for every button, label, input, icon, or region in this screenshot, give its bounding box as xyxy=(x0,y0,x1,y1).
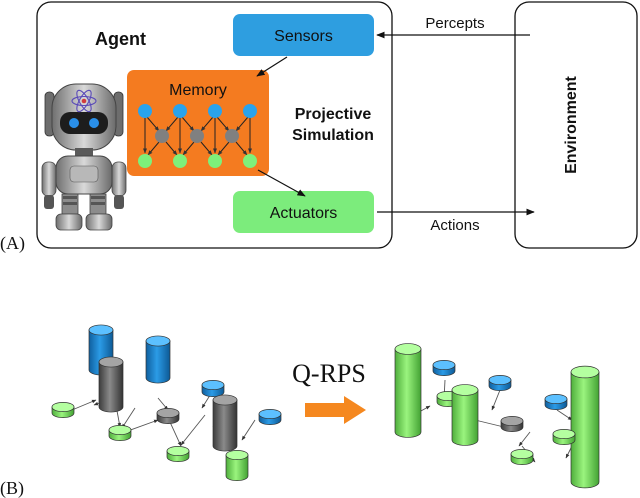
sensors-box xyxy=(233,14,374,56)
memory-hidden-clip xyxy=(155,129,169,143)
memory-label: Memory xyxy=(169,82,227,99)
clip-transition-arrow xyxy=(556,409,573,421)
blue-clip-cylinder xyxy=(145,335,171,384)
green-clip-cylinder xyxy=(225,450,249,481)
memory-clip-network xyxy=(143,116,252,156)
panel-b: (B) Q-RPS xyxy=(0,324,600,498)
green-clip-cylinder xyxy=(51,402,75,418)
actuators-label: Actuators xyxy=(270,205,338,222)
environment-label: Environment xyxy=(563,75,580,173)
green-clip-cylinder xyxy=(510,449,534,465)
gray-clip-cylinder xyxy=(212,394,238,452)
sensors-to-memory-arrow xyxy=(256,56,288,77)
memory-box xyxy=(127,70,269,176)
ps-label-line2: Simulation xyxy=(292,127,374,144)
clip-transition-arrow xyxy=(157,397,169,411)
sensors-label: Sensors xyxy=(274,28,333,45)
ps-label-line1: Projective xyxy=(295,106,372,123)
blue-clip-cylinder xyxy=(488,375,512,391)
actuators-box xyxy=(233,191,374,233)
clip-transition-arrow xyxy=(491,389,501,411)
gray-clip-cylinder xyxy=(156,408,180,424)
green-clip-cylinder xyxy=(108,425,132,441)
robot-icon xyxy=(41,83,127,231)
memory-percept-clip xyxy=(243,104,257,118)
green-clip-cylinder xyxy=(570,365,600,489)
memory-to-actuators-arrow xyxy=(257,169,306,197)
percepts-label: Percepts xyxy=(425,15,484,32)
green-clip-cylinder xyxy=(394,343,422,438)
transform-label: Q-RPS xyxy=(292,359,366,388)
clip-transition-arrow xyxy=(121,407,136,429)
memory-action-clip xyxy=(173,154,187,168)
panel-b-label: (B) xyxy=(0,478,24,498)
atom-icon xyxy=(71,89,97,113)
blue-clip-cylinder xyxy=(544,394,568,410)
clip-transition-arrow xyxy=(241,419,256,441)
clip-transition-arrow xyxy=(180,414,206,446)
memory-hidden-clip xyxy=(225,129,239,143)
clip-transition-arrow xyxy=(518,431,531,447)
gray-clip-cylinder xyxy=(500,416,524,432)
clip-transition-arrow xyxy=(169,421,182,447)
memory-hidden-clip xyxy=(190,129,204,143)
environment-box xyxy=(514,1,638,249)
memory-action-clip xyxy=(138,154,152,168)
clip-transition-arrow xyxy=(71,399,97,411)
memory-clip-nodes xyxy=(138,104,257,168)
panel-a: Agent Sensors Memory xyxy=(0,1,638,254)
green-clip-cylinder xyxy=(166,446,190,462)
clip-network-after xyxy=(394,343,600,489)
gray-clip-cylinder xyxy=(98,356,124,413)
memory-percept-clip xyxy=(138,104,152,118)
memory-percept-clip xyxy=(173,104,187,118)
blue-clip-cylinder xyxy=(258,409,282,425)
actions-label: Actions xyxy=(430,217,479,234)
blue-clip-cylinder xyxy=(201,380,225,397)
agent-title: Agent xyxy=(95,29,146,49)
memory-percept-clip xyxy=(208,104,222,118)
clip-network-before xyxy=(51,324,282,481)
green-clip-cylinder xyxy=(451,384,479,446)
memory-action-clip xyxy=(208,154,222,168)
green-clip-cylinder xyxy=(552,429,576,445)
panel-a-label: (A) xyxy=(0,233,25,254)
memory-action-clip xyxy=(243,154,257,168)
blue-clip-cylinder xyxy=(432,360,456,376)
transform-arrow xyxy=(305,396,366,424)
